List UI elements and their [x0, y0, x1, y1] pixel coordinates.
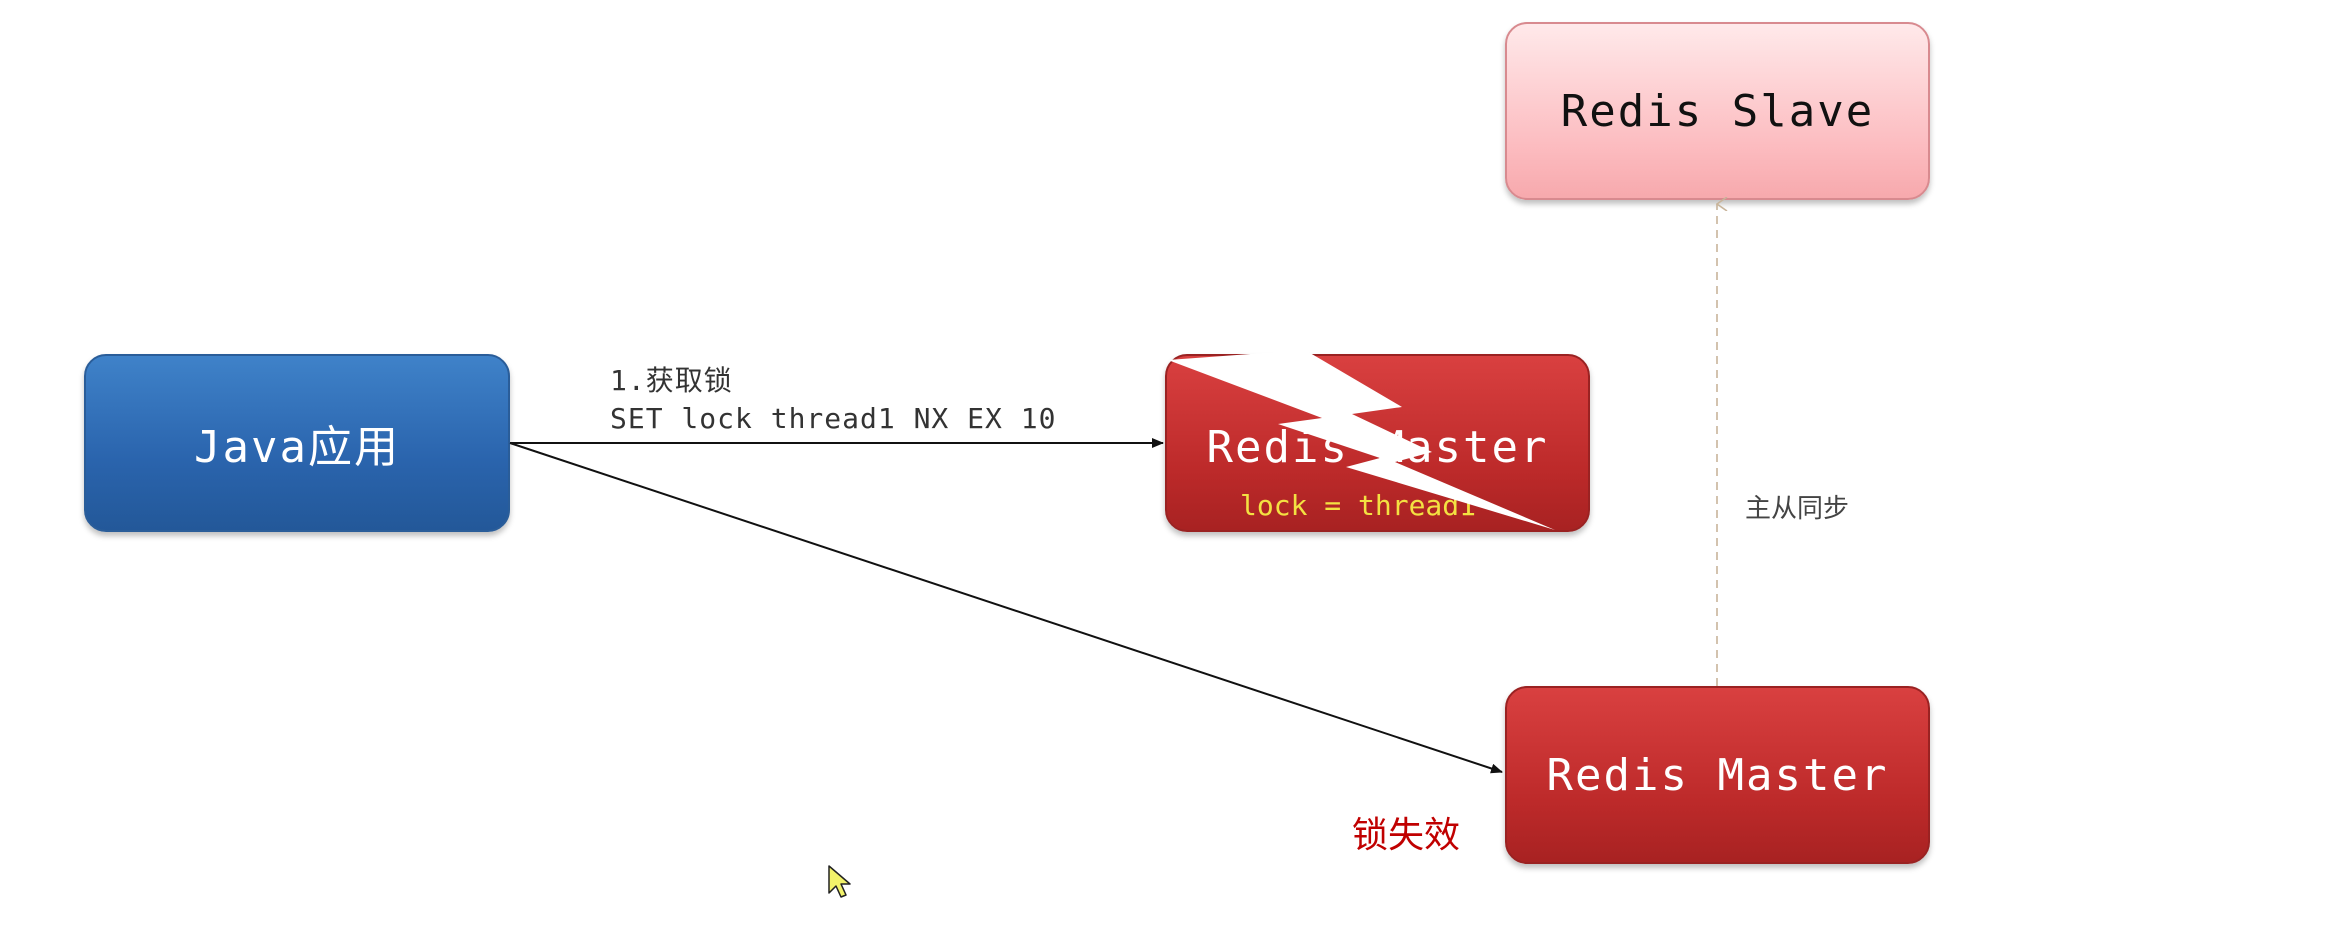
java-app-label: Java应用: [194, 422, 400, 473]
redis-slave-label: Redis Slave: [1560, 85, 1875, 137]
redis-master-new-label: Redis Master: [1546, 749, 1889, 801]
lightning-bolt-icon: [1168, 350, 1555, 530]
master-slave-sync-label: 主从同步: [1745, 494, 1850, 524]
acquire-step-text: 1.获取锁: [610, 364, 733, 397]
new-master-arrow: [509, 442, 1503, 774]
mouse-cursor-icon: [828, 865, 851, 898]
acquire-command-text: SET lock thread1 NX EX 10: [610, 402, 1057, 435]
acquire-lock-label: 1.获取锁 SET lock thread1 NX EX 10: [610, 362, 1056, 438]
java-app-node: Java应用: [84, 354, 510, 532]
lock-invalid-label: 锁失效: [1352, 815, 1461, 856]
redis-master-new-node: Redis Master: [1505, 686, 1930, 864]
lock-value-label: lock = thread1: [1240, 489, 1477, 522]
